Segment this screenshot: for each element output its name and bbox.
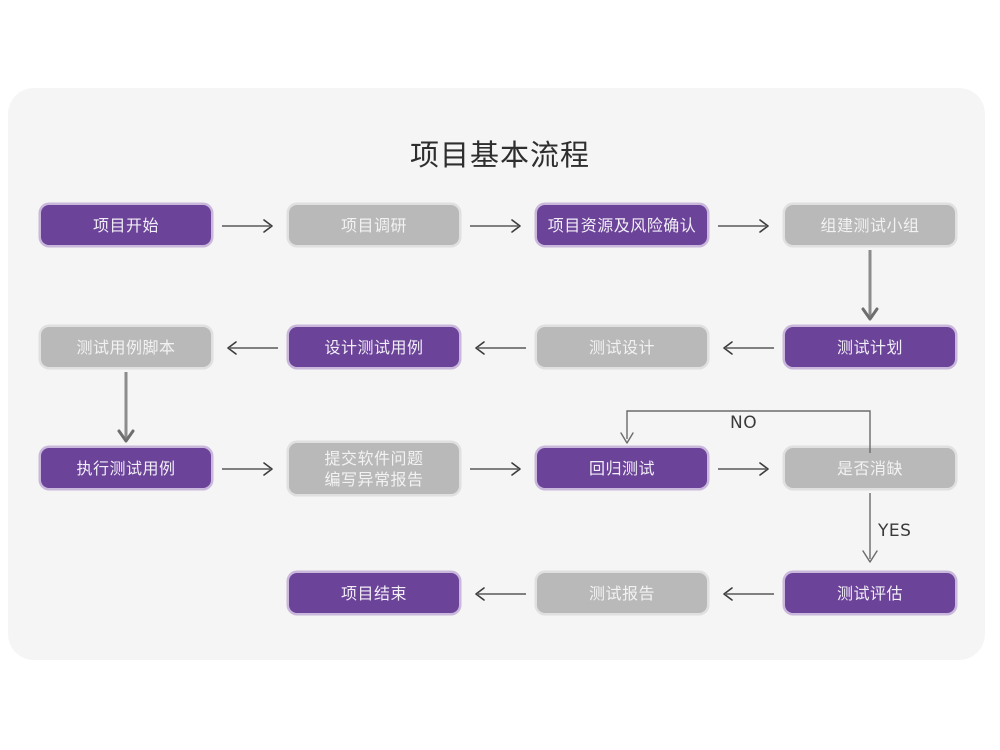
node-label: 项目结束 — [340, 583, 407, 603]
node-resource-risk-confirm[interactable]: 项目资源及风险确认 — [537, 205, 707, 245]
node-test-plan[interactable]: 测试计划 — [785, 327, 955, 367]
page-title: 项目基本流程 — [409, 138, 590, 172]
node-test-design[interactable]: 测试设计 — [537, 327, 707, 367]
node-defect-cleared-decision[interactable]: 是否消缺 — [785, 448, 955, 488]
node-submit-issue-report[interactable]: 提交软件问题 编写异常报告 — [289, 443, 459, 494]
edge-label-yes: YES — [878, 521, 912, 541]
node-label: 回归测试 — [588, 458, 655, 478]
node-test-report[interactable]: 测试报告 — [537, 573, 707, 613]
node-label: 测试评估 — [836, 583, 903, 603]
node-project-research[interactable]: 项目调研 — [289, 205, 459, 245]
node-label: 是否消缺 — [836, 458, 903, 478]
node-label: 执行测试用例 — [76, 458, 176, 478]
node-label: 项目资源及风险确认 — [547, 215, 697, 235]
node-label-line2: 编写异常报告 — [324, 469, 424, 489]
node-label: 测试报告 — [588, 583, 655, 603]
node-design-test-case[interactable]: 设计测试用例 — [289, 327, 459, 367]
node-execute-test-case[interactable]: 执行测试用例 — [41, 448, 211, 488]
node-label: 项目开始 — [92, 215, 159, 235]
node-label-line1: 提交软件问题 — [324, 448, 424, 468]
node-label: 设计测试用例 — [324, 337, 424, 357]
node-project-start[interactable]: 项目开始 — [41, 205, 211, 245]
node-label: 项目调研 — [340, 215, 407, 235]
node-label: 测试用例脚本 — [76, 337, 176, 357]
diagram-panel — [8, 88, 985, 660]
node-test-evaluation[interactable]: 测试评估 — [785, 573, 955, 613]
node-build-test-team[interactable]: 组建测试小组 — [785, 205, 955, 245]
node-project-end[interactable]: 项目结束 — [289, 573, 459, 613]
node-label: 测试设计 — [588, 337, 655, 357]
node-label: 测试计划 — [836, 337, 903, 357]
node-regression-test[interactable]: 回归测试 — [537, 448, 707, 488]
node-label: 组建测试小组 — [820, 215, 920, 235]
edge-label-no: NO — [730, 413, 758, 433]
node-test-case-script[interactable]: 测试用例脚本 — [41, 327, 211, 367]
